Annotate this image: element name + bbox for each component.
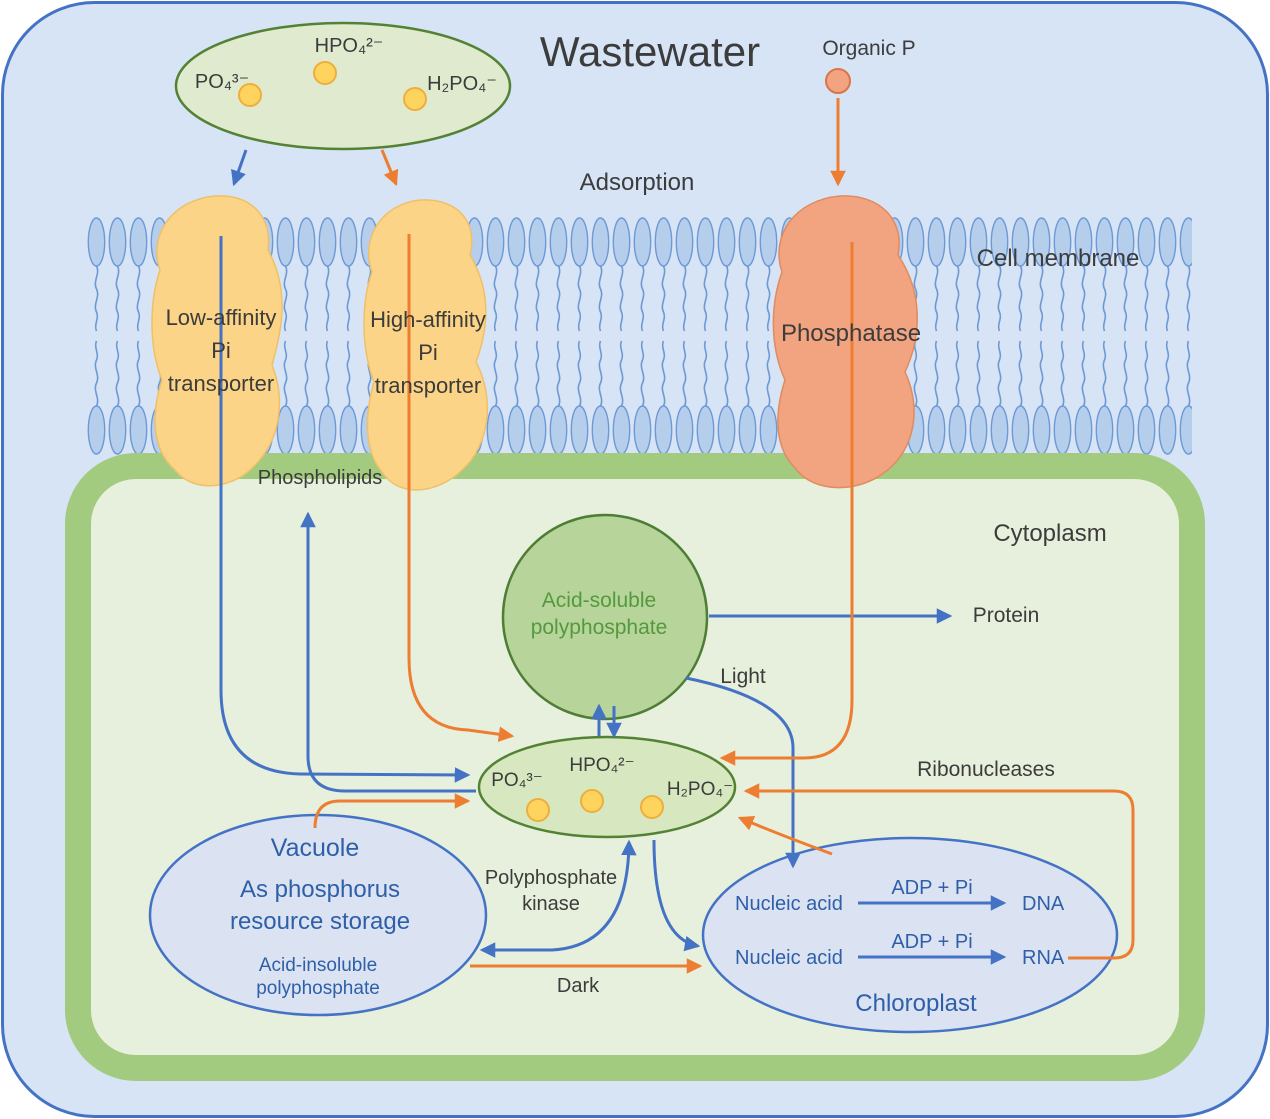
chloroplast-row2-via: ADP + Pi — [891, 931, 972, 953]
arrow-pool-to-phospholipids — [300, 511, 476, 793]
phosphate-ion-dot — [403, 87, 427, 111]
wastewater-ion-h2po4: H₂PO₄⁻ — [427, 73, 497, 95]
acid-soluble-label-line2: polyphosphate — [531, 616, 668, 639]
dark-label: Dark — [557, 975, 600, 997]
pool-ion-h2po4: H₂PO₄⁻ — [667, 779, 733, 800]
arrow-high-affinity-to-pool — [407, 234, 515, 742]
vacuole-title: Vacuole — [271, 834, 360, 862]
pool-ion-po4: PO₄³⁻ — [491, 770, 543, 791]
adsorption-label: Adsorption — [580, 169, 695, 196]
high-affinity-label-line2: Pi — [418, 340, 438, 365]
phosphate-ion-dot — [238, 83, 262, 107]
arrow-pool-vacuole-bidirectional — [479, 839, 637, 958]
chloroplast-row1-product: DNA — [1022, 893, 1065, 915]
phosphatase-label: Phosphatase — [781, 320, 921, 347]
phosphatase-shape — [772, 195, 918, 489]
phosphate-ion-dot — [526, 798, 550, 822]
high-affinity-label-line1: High-affinity — [370, 307, 486, 332]
phosphate-ion-dot — [640, 795, 664, 819]
cytoplasm-label: Cytoplasm — [993, 520, 1106, 547]
arrow-wastewater-to-high-affinity — [380, 149, 399, 187]
chloroplast-shape — [701, 836, 1119, 1034]
high-affinity-label-line3: transporter — [375, 373, 481, 398]
arrow-phosphatase-to-pool — [719, 242, 854, 766]
arrow-light-to-nucleic-acid — [685, 676, 801, 869]
low-affinity-label-line2: Pi — [211, 338, 231, 363]
organic-p-dot — [825, 68, 851, 94]
arrow-pool-to-chloroplast — [652, 839, 701, 952]
wastewater-phosphate-pool — [174, 21, 512, 151]
polyphosphate-kinase-line2: kinase — [522, 893, 580, 915]
vacuole-line2: resource storage — [230, 908, 410, 935]
arrow-wastewater-to-low-affinity — [231, 149, 248, 187]
low-affinity-transporter-shape — [151, 195, 283, 487]
ribonucleases-label: Ribonucleases — [917, 758, 1055, 781]
light-label: Light — [720, 665, 766, 688]
chloroplast-row2-product: RNA — [1022, 947, 1065, 969]
chloroplast-row1-substrate: Nucleic acid — [735, 893, 843, 915]
acid-soluble-label-line1: Acid-soluble — [542, 589, 656, 612]
chloroplast-title: Chloroplast — [855, 990, 977, 1017]
high-affinity-transporter-shape — [363, 199, 489, 491]
polyphosphate-kinase-line1: Polyphosphate — [485, 867, 617, 889]
cell-membrane-label: Cell membrane — [977, 245, 1140, 272]
wastewater-ion-po4: PO₄³⁻ — [195, 71, 249, 93]
diagram-title: Wastewater — [540, 28, 760, 75]
wastewater-ion-hpo4: HPO₄²⁻ — [315, 35, 384, 57]
organic-p-label: Organic P — [822, 37, 915, 60]
arrow-low-affinity-to-pool — [219, 236, 471, 783]
arrow-vacuole-to-pool — [313, 793, 471, 829]
chloroplast-row2-substrate: Nucleic acid — [735, 947, 843, 969]
phospholipids-label: Phospholipids — [258, 467, 383, 489]
vacuole-note1: Acid-insoluble — [259, 955, 377, 976]
phosphate-ion-dot — [313, 61, 337, 85]
low-affinity-label-line3: transporter — [168, 371, 274, 396]
arrow-rna-ribonucleases-to-pool — [743, 783, 1135, 960]
vacuole-line1: As phosphorus — [240, 876, 400, 903]
low-affinity-label-line1: Low-affinity — [166, 305, 277, 330]
protein-label: Protein — [973, 604, 1040, 627]
chloroplast-row1-via: ADP + Pi — [891, 877, 972, 899]
vacuole-note2: polyphosphate — [256, 978, 380, 999]
phosphate-ion-dot — [580, 789, 604, 813]
arrow-chloroplast-to-pool — [737, 815, 833, 856]
pool-ion-hpo4: HPO₄²⁻ — [569, 755, 634, 776]
